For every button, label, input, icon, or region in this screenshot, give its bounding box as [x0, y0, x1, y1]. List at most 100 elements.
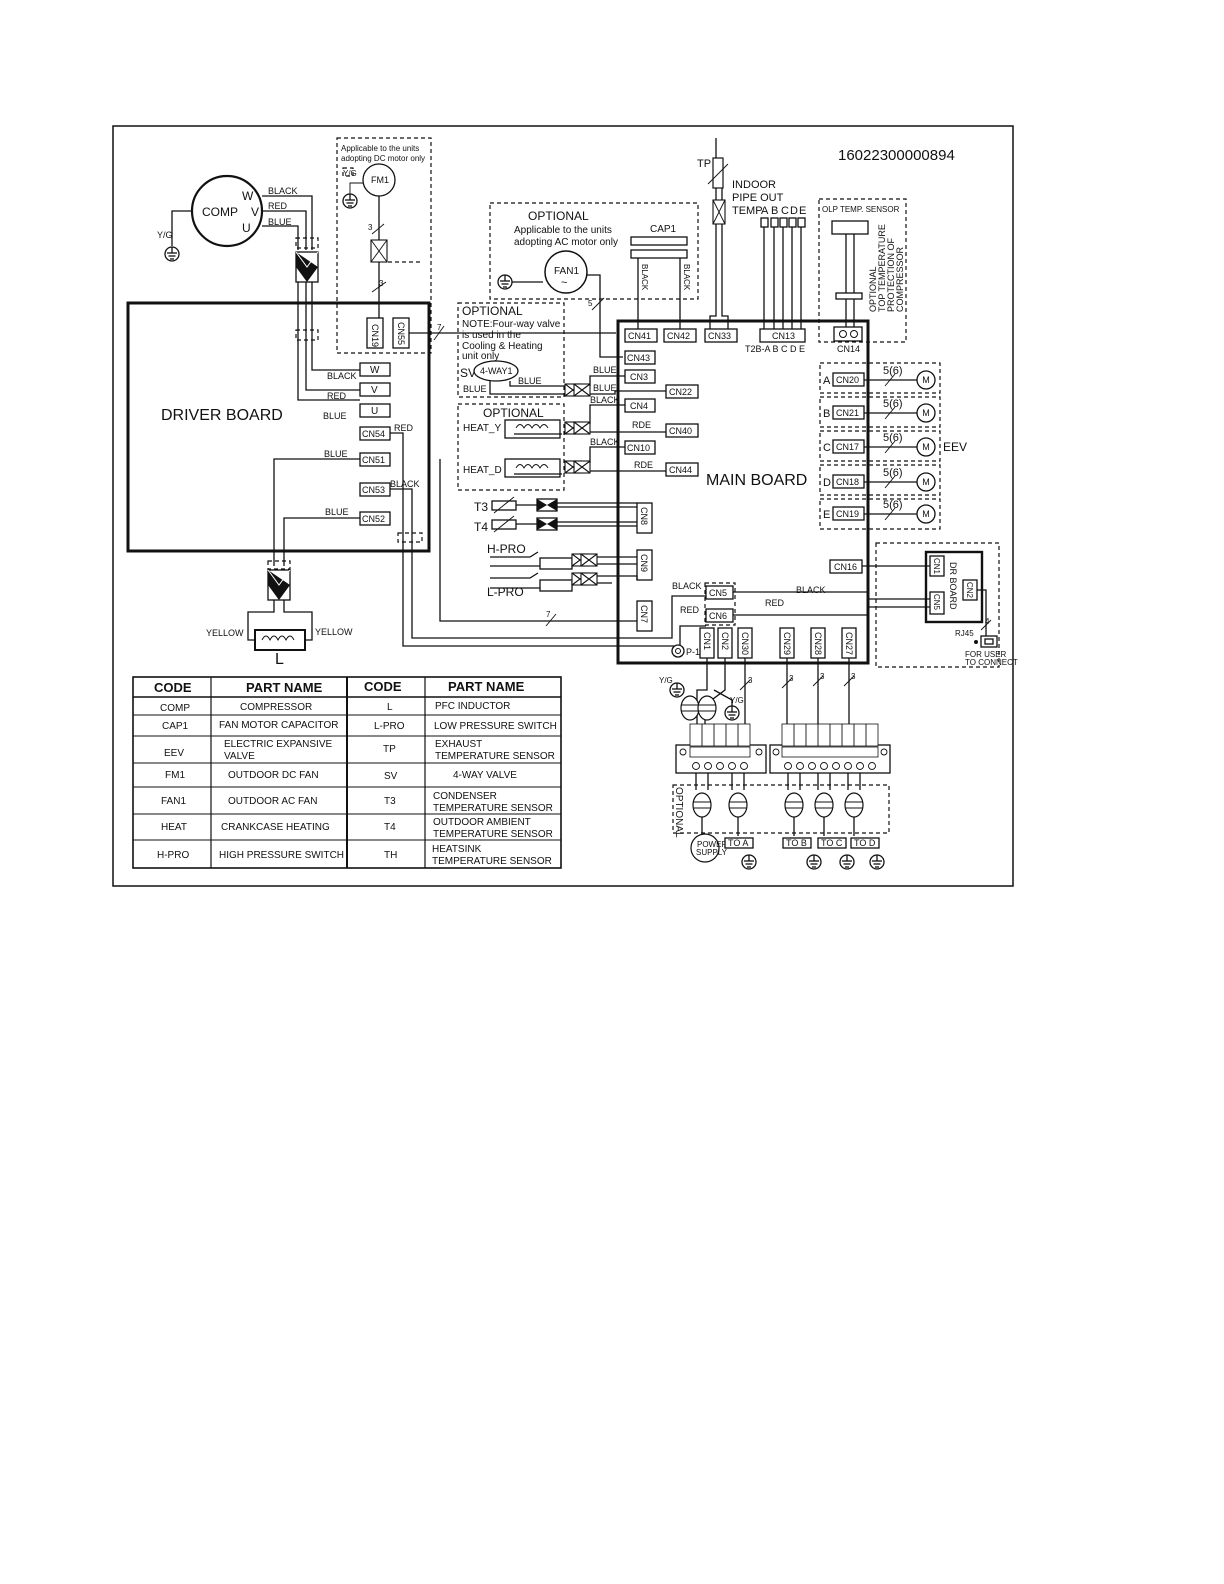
- svg-text:CN5: CN5: [932, 594, 941, 611]
- svg-text:CN1: CN1: [702, 632, 712, 650]
- compressor: COMP W V U Y/G BLACK RED BLUE: [157, 174, 360, 401]
- svg-text:Y/G: Y/G: [343, 169, 357, 178]
- table-cell: TEMPERATURE SENSOR: [435, 751, 555, 762]
- table-cell: FAN1: [161, 796, 186, 807]
- table-cell: TEMPERATURE SENSOR: [433, 803, 553, 814]
- comp-terminal-u: U: [242, 221, 251, 235]
- svg-text:PIPE OUT: PIPE OUT: [732, 192, 784, 204]
- table-cell: LOW PRESSURE SWITCH: [434, 721, 557, 732]
- svg-text:CN29: CN29: [782, 632, 792, 655]
- table-cell: OUTDOOR DC FAN: [228, 770, 319, 781]
- svg-text:C: C: [781, 205, 789, 217]
- svg-text:adopting AC motor only: adopting AC motor only: [514, 237, 618, 248]
- cn53-label: CN53: [362, 485, 385, 495]
- eev-c-motor-icon: [916, 437, 936, 457]
- svg-text:FAN1: FAN1: [554, 266, 579, 277]
- comp-connector-icon: [295, 251, 319, 283]
- svg-text:CN7: CN7: [639, 605, 649, 623]
- power-ferrite-icon: [680, 695, 700, 721]
- table-cell: COMP: [160, 703, 190, 714]
- svg-text:BLACK: BLACK: [796, 585, 826, 595]
- svg-text:TO C: TO C: [821, 838, 843, 848]
- svg-text:CN28: CN28: [813, 632, 823, 655]
- inductor-connector-icon: [267, 569, 291, 601]
- table-cell: FAN MOTOR CAPACITOR: [219, 720, 338, 731]
- svg-text:CN41: CN41: [628, 331, 651, 341]
- svg-text:YELLOW: YELLOW: [206, 628, 244, 638]
- driver-term-u: [359, 403, 391, 418]
- table-cell: EXHAUST: [435, 739, 482, 750]
- svg-text:BLUE: BLUE: [324, 449, 348, 459]
- fan1-block: OPTIONAL Applicable to the units adoptin…: [489, 202, 699, 358]
- svg-text:OPTIONAL: OPTIONAL: [528, 209, 589, 223]
- svg-text:U: U: [371, 406, 378, 417]
- fm1-block: Applicable to the units adopting DC moto…: [336, 137, 432, 354]
- to-a-ground-icon: [741, 854, 757, 870]
- cn51-label: CN51: [362, 455, 385, 465]
- driver-board-label: DRIVER BOARD: [161, 407, 283, 424]
- svg-text:CN10: CN10: [627, 443, 650, 453]
- svg-text:is used in the: is used in the: [462, 330, 521, 341]
- diagram-border: [112, 125, 1014, 887]
- temperature-sensors: T3 T4: [474, 496, 637, 534]
- four-way-valve-icon: [473, 360, 519, 382]
- svg-text:RJ45: RJ45: [955, 629, 974, 638]
- svg-text:BLUE: BLUE: [463, 384, 487, 394]
- table-header: CODE: [364, 679, 402, 694]
- svg-text:B: B: [823, 408, 830, 420]
- svg-text:CN55: CN55: [396, 322, 406, 345]
- svg-text:BLACK: BLACK: [390, 479, 420, 489]
- inductor-label: L: [275, 651, 284, 668]
- svg-text:COMPRESSOR: COMPRESSOR: [895, 246, 905, 312]
- table-cell: T4: [384, 822, 396, 833]
- svg-text:RED: RED: [327, 391, 347, 401]
- svg-text:B: B: [771, 205, 778, 217]
- pressure-switches: H-PRO L-PRO: [487, 542, 638, 599]
- svg-text:RDE: RDE: [634, 460, 653, 470]
- svg-text:TO D: TO D: [854, 838, 876, 848]
- svg-text:CN5: CN5: [709, 588, 727, 598]
- table-cell: FM1: [165, 770, 185, 781]
- to-d-ground-icon: [869, 854, 885, 870]
- table-header: CODE: [154, 680, 192, 695]
- svg-text:TOP TEMPERATURE: TOP TEMPERATURE: [877, 224, 887, 312]
- svg-text:BLUE: BLUE: [325, 507, 349, 517]
- svg-text:7: 7: [437, 323, 442, 332]
- heat-y-label: HEAT_Y: [463, 423, 501, 434]
- table-header: PART NAME: [246, 680, 323, 695]
- comp-terminal-w: W: [242, 189, 254, 203]
- table-cell: VALVE: [224, 751, 255, 762]
- table-cell: OUTDOOR AMBIENT: [433, 817, 531, 828]
- svg-text:BLUE: BLUE: [518, 376, 542, 386]
- svg-text:DR BOARD: DR BOARD: [948, 562, 958, 610]
- svg-text:D: D: [823, 477, 831, 489]
- fm1-ground-icon: [342, 193, 358, 209]
- svg-text:5(6): 5(6): [883, 499, 903, 511]
- svg-text:4-WAY1: 4-WAY1: [480, 366, 513, 376]
- table-cell: HEATSINK: [432, 844, 482, 855]
- eev-a-motor-icon: [916, 370, 936, 390]
- to-b-ferrite-icon: [784, 792, 804, 818]
- svg-text:adopting DC motor only: adopting DC motor only: [341, 154, 425, 163]
- svg-text:T2B-A B C D E: T2B-A B C D E: [745, 344, 805, 354]
- svg-text:Y/G: Y/G: [659, 676, 673, 685]
- table-cell: ELECTRIC EXPANSIVE: [224, 739, 333, 750]
- svg-text:CN20: CN20: [836, 375, 859, 385]
- svg-text:CN22: CN22: [669, 387, 692, 397]
- table-cell: TP: [383, 744, 396, 755]
- main-board: MAIN BOARD CN41 CN42 CN33 CN13 CN14 CN43…: [616, 319, 870, 665]
- eev-block: A B C D E 5(6) 5(6) 5(6) 5(6) 5(6) EEV: [819, 362, 967, 530]
- svg-text:BLACK: BLACK: [640, 264, 649, 291]
- table-header: PART NAME: [448, 679, 525, 694]
- dr-board-block: CN1 CN2 CN5 DR BOARD BLACK RED 4 RJ45 FO…: [733, 542, 1018, 668]
- table-cell: 4-WAY VALVE: [453, 770, 517, 781]
- to-b-ground-icon: [806, 854, 822, 870]
- cn55-connector: CN55 7: [392, 317, 616, 349]
- table-cell: PFC INDUCTOR: [435, 701, 510, 712]
- svg-text:BLACK: BLACK: [672, 581, 702, 591]
- svg-text:CN42: CN42: [667, 331, 690, 341]
- svg-text:RED: RED: [765, 598, 785, 608]
- table-cell: OUTDOOR AC FAN: [228, 796, 317, 807]
- svg-text:YELLOW: YELLOW: [315, 627, 353, 637]
